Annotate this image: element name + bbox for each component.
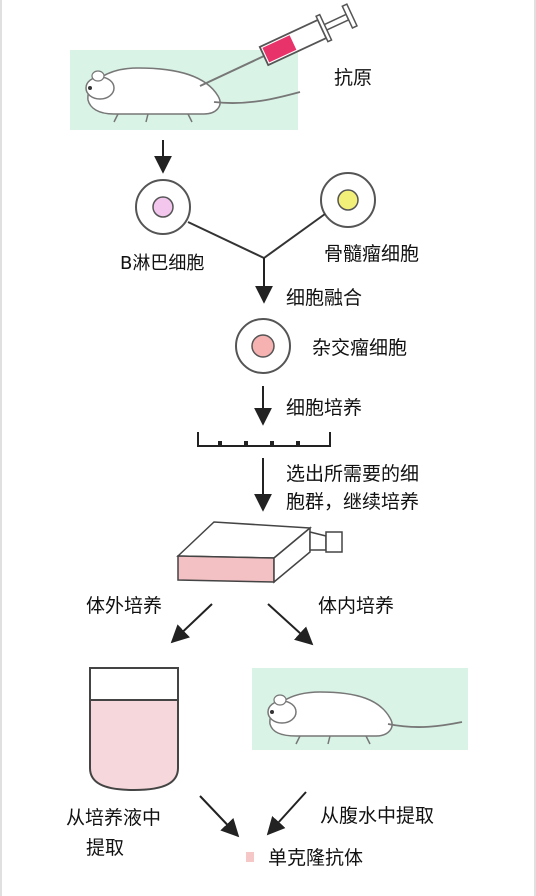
b-cell-nucleus bbox=[152, 196, 174, 218]
mouse-icon bbox=[85, 67, 301, 123]
test-tube-icon bbox=[89, 667, 179, 792]
extract-medium-label-line1: 从培养液中 bbox=[66, 807, 162, 829]
left-border bbox=[0, 0, 2, 896]
culture-plate-icon bbox=[197, 432, 331, 447]
myeloma-label: 骨髓瘤细胞 bbox=[324, 243, 420, 265]
culture-label: 细胞培养 bbox=[286, 397, 363, 419]
myeloma-cell-nucleus bbox=[337, 189, 359, 211]
in-vitro-label: 体外培养 bbox=[86, 595, 163, 617]
extract-ascites-label: 从腹水中提取 bbox=[320, 805, 435, 827]
select-label-line1: 选出所需要的细 bbox=[286, 463, 420, 485]
in-vivo-label: 体内培养 bbox=[318, 595, 395, 617]
select-label-line2: 胞群，继续培养 bbox=[286, 491, 420, 513]
hybridoma-cell-nucleus bbox=[251, 334, 275, 358]
hybridoma-label: 杂交瘤细胞 bbox=[312, 337, 408, 359]
antibody-label: 单克隆抗体 bbox=[268, 847, 364, 869]
culture-flask-icon bbox=[176, 521, 343, 584]
antigen-label: 抗原 bbox=[334, 67, 373, 89]
b-cell-label: B淋巴细胞 bbox=[120, 253, 205, 274]
mouse-icon bbox=[267, 691, 463, 745]
extract-medium-label-line2: 提取 bbox=[86, 837, 125, 859]
syringe-icon bbox=[199, 3, 358, 87]
antibody-dot bbox=[246, 852, 254, 862]
fusion-label: 细胞融合 bbox=[286, 287, 363, 309]
right-border bbox=[534, 0, 536, 896]
